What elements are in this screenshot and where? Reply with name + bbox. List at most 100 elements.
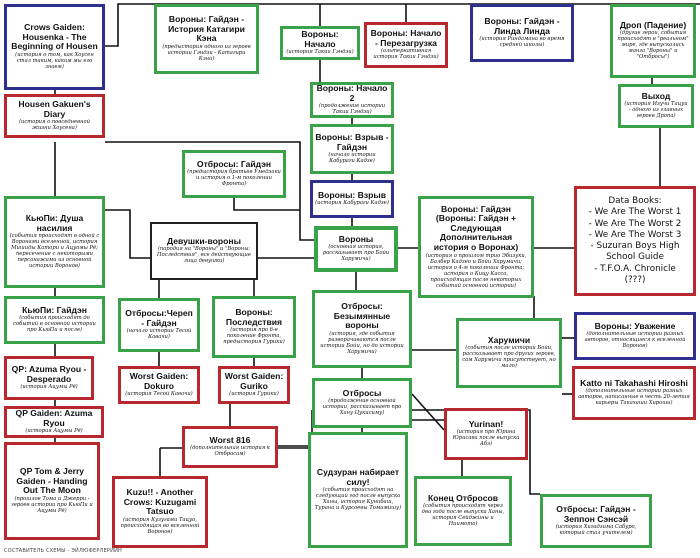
node-subtitle: (история о прошлом трио Эбизуки, Балбер … — [425, 252, 527, 289]
node-azuma-ryou[interactable]: QP Gaiden: Azuma Ryou (история Ацумы Рё) — [4, 406, 104, 438]
node-kuzu[interactable]: Kuzu!! - Another Crows: Kuzugami Tatsuo … — [112, 476, 208, 548]
node-title: Отбросы:Череп - Гайдэн — [125, 307, 193, 328]
node-subtitle: (история про Юрина Юрисава после выпуска… — [452, 429, 520, 448]
connector-line — [278, 410, 313, 447]
node-subtitle: (альтернативная история Такии Гэндзи) — [373, 48, 439, 61]
node-uvazhenie[interactable]: Вороны: Уважение (дополнительные истории… — [574, 312, 696, 360]
node-nachalo[interactable]: Вороны: Начало (история Такии Гэндзи) — [280, 26, 360, 60]
node-subtitle: (дополнительные истории разных авторов, … — [578, 388, 690, 407]
node-title: КьюПи: Душа насилия — [25, 212, 84, 233]
node-title: Worst 816 — [209, 434, 251, 445]
diagram-credit: СОСТАВИТЕЛЬ СХЕМЫ - ЭЙЛЮФЕРЛЕРИЙН — [4, 548, 122, 554]
node-housen-diary[interactable]: Housen Gakuen's Diary (история о повседн… — [4, 94, 105, 138]
node-title: Вороны: Последствия — [225, 306, 283, 327]
node-title: Worst Gaiden: Guriko — [224, 370, 284, 391]
node-subtitle: (история Гурики) — [229, 391, 279, 398]
node-title: Отбросы: Безымянные вороны — [333, 301, 391, 331]
node-cherep[interactable]: Отбросы:Череп - Гайдэн (начало истории Т… — [118, 298, 200, 352]
node-subtitle: (начало истории Кабураги Кадзе) — [328, 152, 376, 165]
node-title: Судзуран набирает силу! — [316, 466, 400, 487]
node-devushki[interactable]: Девушки-вороны (пародия на "Вороны" и "В… — [150, 222, 258, 280]
node-worst816[interactable]: Worst 816 (дополнительная история к Отбр… — [182, 426, 278, 468]
node-reboot[interactable]: Вороны: Начало - Перезагрузка (альтернат… — [364, 22, 448, 68]
databook-item: - Suzuran Boys High School Guide — [590, 241, 680, 263]
node-subtitle: (другие герои, события происходят в "реа… — [617, 30, 689, 61]
node-linda[interactable]: Вороны: Гайдэн - Линда Линда (история Ри… — [470, 4, 574, 62]
node-subtitle: (история Риндамана во время средней школ… — [479, 36, 565, 49]
node-subtitle: (события происходят на следующий год пос… — [314, 487, 402, 512]
node-subtitle: (история Кабураги Кадзе) — [315, 200, 389, 207]
node-title: Отбросы: Гайдэн — [196, 158, 272, 169]
node-title: Выход — [641, 90, 671, 101]
node-kyupi-gaiden[interactable]: КьюПи: Гайдэн (события происходят до соб… — [4, 296, 105, 344]
connector-line — [105, 3, 700, 47]
node-ken[interactable]: Вороны: Гайдэн - История Катагири Кэна (… — [154, 4, 259, 74]
node-title: Вороны: Начало — [301, 28, 339, 49]
node-subtitle: (события происходят в одной с Воронами в… — [9, 233, 100, 270]
node-title: КьюПи: Гайдэн — [22, 304, 87, 315]
node-title: Вороны: Гайдэн - История Катагири Кэна — [168, 14, 245, 44]
node-subtitle: (история Ацумы Рё) — [25, 428, 83, 435]
node-title: Вороны: Гайдэн - Линда Линда — [484, 15, 560, 36]
node-harumichi[interactable]: Харумичи (события после истории Бойи, ра… — [456, 318, 562, 388]
node-subtitle: (история о том, как Хоусен стал таким, к… — [15, 51, 94, 70]
node-subtitle: (история Изучи Тацуи - одного из главных… — [624, 101, 688, 120]
node-subtitle: (предыстория братьев Умедзаки и история … — [187, 169, 281, 188]
node-subtitle: (история Хигадзима Сабуро, который стал … — [555, 524, 637, 537]
node-title: QP: Azuma Ryou - Desperado — [11, 363, 87, 384]
node-subtitle: (события происходят до событий в основно… — [13, 315, 96, 334]
connector-line — [411, 393, 445, 431]
node-title: Housen Gakuen's Diary — [18, 98, 91, 119]
node-title: Отбросы — [342, 387, 382, 398]
node-sleduyushaya[interactable]: Вороны: Гайдэн (Вороны: Гайдэн + Следующ… — [418, 196, 534, 298]
databook-item: - T.F.O.A. Chronicle — [594, 263, 676, 274]
node-kyupi-dusha[interactable]: КьюПи: Душа насилия (события происходят … — [4, 196, 105, 288]
node-guriko[interactable]: Worst Gaiden: Guriko (история Гурики) — [218, 366, 290, 404]
node-otbrosy[interactable]: Отбросы (продолжение основной истории, р… — [312, 378, 412, 428]
node-vykhod[interactable]: Выход (история Изучи Тацуи - одного из г… — [618, 84, 694, 128]
connector-line — [233, 198, 300, 211]
node-title: Вороны: Начало 2 — [316, 82, 388, 103]
node-title: Отбросы: Гайдэн - Зеппон Сэнсэй — [556, 503, 636, 524]
node-vorony[interactable]: Вороны (основная история, рассказывает п… — [314, 226, 398, 272]
connector-line — [105, 209, 150, 259]
node-title: Вороны: Начало - Перезагрузка — [370, 27, 442, 48]
node-drop[interactable]: Дроп (Падение) (другие герои, события пр… — [610, 4, 696, 78]
node-subtitle: (события происходят через два года после… — [421, 503, 505, 528]
node-subtitle: (история о повседневной жизни Хоусена) — [19, 119, 90, 132]
node-title: QP Gaiden: Azuma Ryou — [15, 407, 93, 428]
node-title: Девушки-вороны — [167, 235, 241, 246]
node-databooks[interactable]: Data Books: - We Are The Worst 1 - We Ar… — [574, 186, 696, 296]
node-subtitle: (начало истории Тесой Кавачи) — [126, 328, 192, 341]
node-vzryv[interactable]: Вороны: Взрыв (история Кабураги Кадзе) — [310, 180, 394, 218]
node-title: Вороны — [338, 233, 374, 244]
node-tom-jerry[interactable]: QP Tom & Jerry Gaiden - Handing Out The … — [4, 442, 100, 540]
node-title: Дроп (Падение) — [619, 19, 687, 30]
node-vzryv-gaiden[interactable]: Вороны: Взрыв - Гайдэн (начало истории К… — [310, 124, 394, 174]
node-bezymyannye[interactable]: Отбросы: Безымянные вороны (история, где… — [312, 290, 412, 368]
node-subtitle: (пародия на "Вороны" и "Вороны: Последст… — [157, 246, 251, 265]
node-katto[interactable]: Katto ni Takahashi Hiroshi (дополнительн… — [572, 366, 696, 420]
node-title: QP Tom & Jerry Gaiden - Handing Out The … — [16, 466, 88, 496]
node-otbrosy-gaiden[interactable]: Отбросы: Гайдэн (предыстория братьев Уме… — [182, 150, 286, 198]
node-desperado[interactable]: QP: Azuma Ryou - Desperado (история Ацум… — [4, 356, 94, 400]
node-housenka[interactable]: Crows Gaiden: Housenka - The Beginning o… — [4, 4, 105, 90]
node-subtitle: (основная история, рассказывает про Бойи… — [322, 244, 390, 263]
node-subtitle: (история Кузугами Тацуо, происходящая во… — [120, 516, 200, 535]
node-dokuro[interactable]: Worst Gaiden: Dokuro (история Тесой Кава… — [118, 366, 200, 404]
node-nachalo-2[interactable]: Вороны: Начало 2 (продолжение истории Та… — [310, 82, 394, 118]
node-title: Вороны: Уважение — [594, 320, 676, 331]
node-subtitle: (история Такии Гэндзи) — [286, 49, 354, 56]
node-posledstviya[interactable]: Вороны: Последствия (история про 6-е пок… — [212, 296, 296, 358]
node-title: Вороны: Взрыв - Гайдэн — [315, 131, 389, 152]
node-sudzuran[interactable]: Судзуран набирает силу! (события происхо… — [308, 432, 408, 548]
node-subtitle: (дополнительная история к Отбросам) — [190, 445, 270, 458]
node-konec[interactable]: Конец Отбросов (события происходят через… — [414, 476, 512, 546]
node-title: Yurinan! — [468, 418, 504, 429]
node-subtitle: (прошлое Тома и Джерри - героев истории … — [11, 495, 93, 514]
node-title: Worst Gaiden: Dokuro — [129, 370, 189, 391]
node-title: Харумичи — [487, 334, 531, 345]
node-title: Вороны: Взрыв — [317, 189, 387, 200]
node-yurinan[interactable]: Yurinan! (история про Юрина Юрисава посл… — [444, 408, 528, 460]
node-zeppon[interactable]: Отбросы: Гайдэн - Зеппон Сэнсэй (история… — [540, 494, 652, 548]
